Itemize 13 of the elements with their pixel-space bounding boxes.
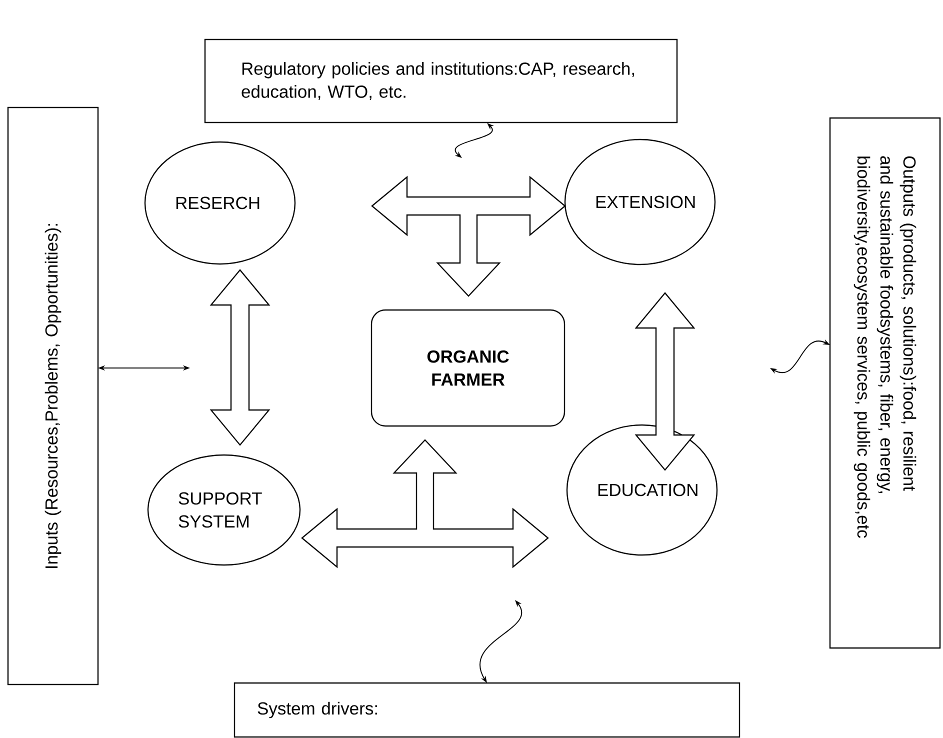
- block-arrow: [301, 439, 549, 568]
- ellipse-node: EDUCATION: [566, 424, 718, 556]
- ellipse-node: SUPPORT SYSTEM: [147, 454, 301, 566]
- text-box: Outputs (products, solutions):food, resilient and sustainable foodsystems, fiber, energy, biodiversity,ecosystem services, public goods,etc: [829, 117, 941, 649]
- rounded-box: ORGANIC FARMER: [370, 309, 566, 427]
- block-arrow: [371, 176, 566, 297]
- ellipse-node: RESERCH: [144, 141, 296, 265]
- text-box: Inputs (Resources,Problems, Opportunities):: [7, 106, 99, 686]
- block-arrow: [210, 269, 270, 446]
- text-box: System drivers:: [234, 682, 740, 738]
- text-box: Regulatory policies and institutions:CAP, research, education, WTO, etc.: [204, 38, 678, 124]
- ellipse-node: EXTENSION: [564, 138, 716, 266]
- block-arrow: [634, 292, 696, 471]
